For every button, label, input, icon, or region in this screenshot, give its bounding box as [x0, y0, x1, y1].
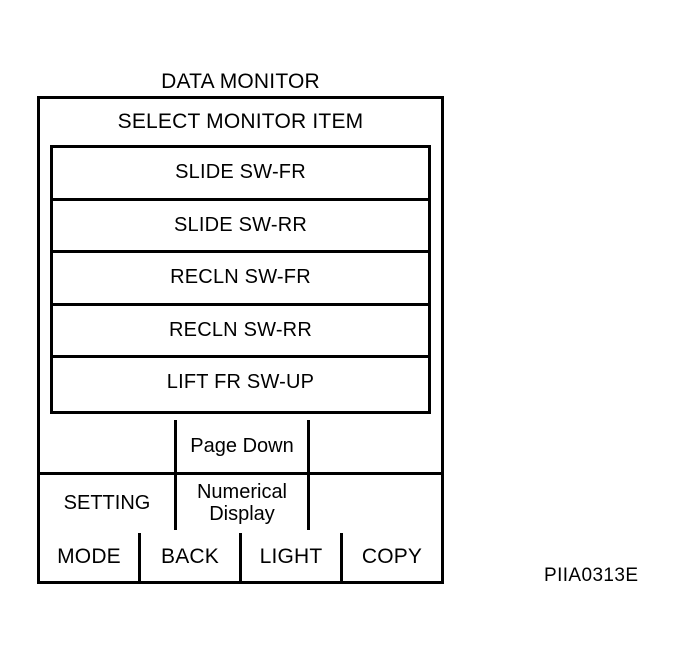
- hardkey-mode[interactable]: MODE: [40, 533, 141, 581]
- hardkey-light[interactable]: LIGHT: [242, 533, 343, 581]
- softkey-row-lower: SETTING Numerical Display: [40, 475, 441, 530]
- figure-reference-code: PIIA0313E: [544, 565, 639, 586]
- softkey-numerical-display-line1: Numerical: [196, 480, 288, 503]
- list-item[interactable]: SLIDE SW-FR: [53, 148, 428, 201]
- hardkey-copy[interactable]: COPY: [361, 545, 423, 568]
- list-item[interactable]: LIFT FR SW-UP: [166, 371, 315, 394]
- screen-header-title: SELECT MONITOR ITEM: [117, 110, 364, 133]
- softkey-numerical-display[interactable]: Numerical Display: [177, 475, 310, 530]
- softkey-numerical-display-line2: Display: [209, 502, 275, 525]
- softkey-row-upper: Page Down: [40, 420, 441, 475]
- softkey-grid: Page Down SETTING Numerical Display: [40, 420, 441, 530]
- list-item[interactable]: RECLN SW-FR: [53, 253, 428, 306]
- softkey-empty-lower-right[interactable]: [310, 475, 441, 530]
- list-item[interactable]: SLIDE SW-RR: [53, 201, 428, 254]
- list-item[interactable]: RECLN SW-RR: [53, 306, 428, 359]
- device-screen-frame: SELECT MONITOR ITEM SLIDE SW-FR SLIDE SW…: [37, 96, 444, 584]
- softkey-page-down[interactable]: Page Down: [177, 420, 310, 472]
- softkey-setting[interactable]: SETTING: [40, 475, 177, 530]
- hardkey-row: MODE BACK LIGHT COPY: [40, 533, 441, 581]
- softkey-empty-upper-right[interactable]: [310, 420, 441, 472]
- monitor-item-list: SLIDE SW-FR SLIDE SW-RR RECLN SW-FR RECL…: [50, 145, 431, 414]
- figure-title: DATA MONITOR: [161, 70, 320, 93]
- hardkey-back[interactable]: BACK: [141, 533, 242, 581]
- softkey-empty-upper-left[interactable]: [40, 420, 177, 472]
